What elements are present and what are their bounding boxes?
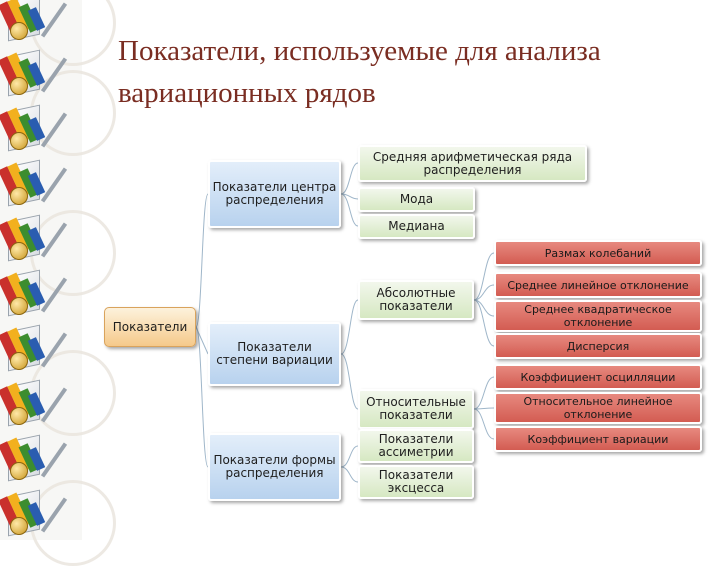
connector-g2-c0	[341, 446, 358, 467]
node-label: Показатели эксцесса	[360, 469, 472, 495]
root-node: Показатели	[104, 307, 196, 347]
relative-linear-deviation-node: Относительное линейное отклонение	[494, 392, 702, 424]
excess-node: Показатели эксцесса	[358, 465, 474, 499]
node-label: Относительные показатели	[360, 396, 472, 422]
node-label: Размах колебаний	[545, 247, 651, 260]
node-label: Среднее линейное отклонение	[507, 279, 688, 292]
asymmetry-node: Показатели ассиметрии	[358, 429, 474, 463]
connector-root-g0	[196, 194, 208, 327]
standard-deviation-node: Среднее квадратическое отклонение	[494, 300, 702, 332]
group-center-distribution: Показатели центра распределения	[208, 160, 341, 228]
connector-abs-2	[474, 300, 494, 316]
node-label: Коэффициент осцилляции	[521, 371, 676, 384]
variance-node: Дисперсия	[494, 333, 702, 359]
mean-linear-deviation-node: Среднее линейное отклонение	[494, 272, 702, 298]
node-label: Мода	[400, 193, 433, 206]
mode-node: Мода	[358, 187, 475, 212]
node-label: Средняя арифметическая ряда распределени…	[360, 151, 585, 177]
connector-g1-rel	[341, 354, 358, 409]
connector-g2-c1	[341, 467, 358, 482]
node-label: Коэффициент вариации	[528, 433, 669, 446]
node-label: Относительное линейное отклонение	[496, 395, 700, 421]
root-node-label: Показатели	[113, 321, 188, 334]
node-label: Среднее квадратическое отклонение	[496, 303, 700, 329]
group-distribution-shape: Показатели формы распределения	[208, 433, 341, 501]
connector-root-g2	[196, 327, 208, 467]
connector-rel-0	[474, 377, 494, 409]
connector-abs-3	[474, 300, 494, 346]
node-label: Абсолютные показатели	[360, 287, 472, 313]
group-variation-degree: Показатели степени вариации	[208, 322, 341, 386]
median-node: Медиана	[358, 214, 475, 239]
group-label: Показатели степени вариации	[210, 341, 339, 367]
node-label: Дисперсия	[567, 340, 630, 353]
connector-rel-2	[474, 409, 494, 439]
group-label: Показатели формы распределения	[210, 454, 339, 480]
node-label: Медиана	[388, 220, 444, 233]
oscillation-coefficient-node: Коэффициент осцилляции	[494, 364, 702, 390]
group-label: Показатели центра распределения	[210, 181, 339, 207]
mean-node: Средняя арифметическая ряда распределени…	[358, 145, 587, 182]
connector-g1-abs	[341, 300, 358, 354]
connector-g0-c0	[341, 163, 358, 194]
range-node: Размах колебаний	[494, 240, 702, 266]
absolute-indicators-node: Абсолютные показатели	[358, 280, 474, 320]
relative-indicators-node: Относительные показатели	[358, 389, 474, 429]
node-label: Показатели ассиметрии	[360, 433, 472, 459]
variation-coefficient-node: Коэффициент вариации	[494, 426, 702, 452]
